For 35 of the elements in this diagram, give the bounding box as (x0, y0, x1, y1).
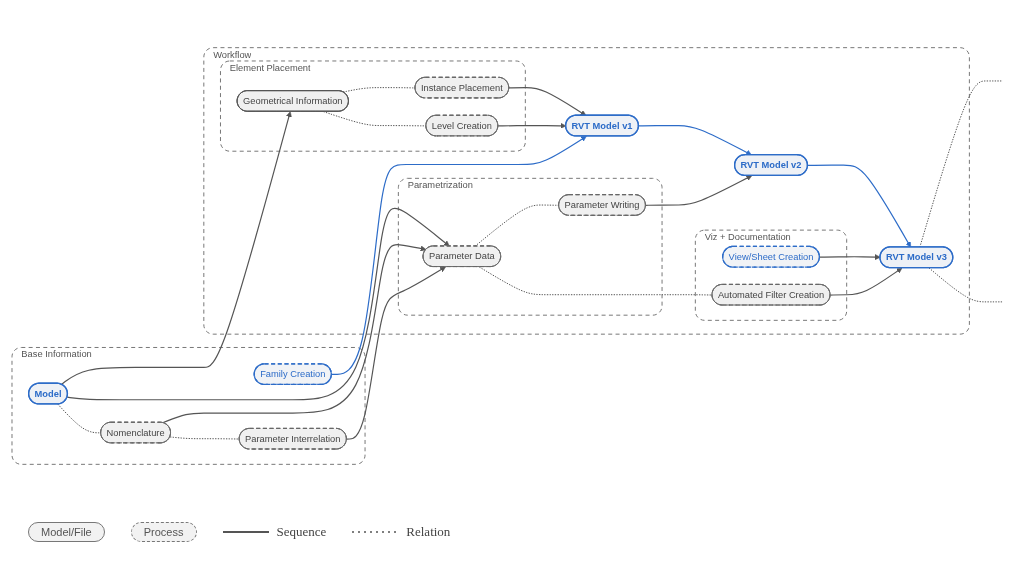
process-node: Parameter Writing (558, 194, 646, 216)
arrow (66, 207, 450, 401)
arrow (819, 254, 881, 260)
legend-key: Process (130, 522, 197, 542)
arrow (331, 135, 587, 376)
arrow (162, 243, 427, 424)
process-node: View/Sheet Creation (722, 245, 820, 268)
arrow (829, 267, 903, 296)
connector-line (928, 267, 1004, 303)
process-node: Instance Placement (414, 76, 510, 99)
process-node: Nomenclature (100, 421, 172, 444)
connector-line (169, 436, 240, 440)
arrow (638, 124, 752, 156)
process-node: Automated Filter Creation (711, 283, 831, 306)
process-node: Parameter Data (422, 245, 502, 268)
arrow (807, 164, 911, 248)
connector-line (342, 87, 416, 93)
process-node: Level Creation (425, 114, 499, 137)
arrow (645, 175, 753, 206)
model-node: Model (27, 382, 69, 405)
process-node: Family Creation (253, 363, 332, 386)
process-node: Parameter Interrelation (238, 427, 347, 450)
model-node: Geometrical Information (236, 90, 349, 112)
model-node: RVT Model v1 (564, 114, 640, 137)
model-node: RVT Model v2 (733, 154, 809, 176)
arrow (60, 111, 292, 386)
model-node: RVT Model v3 (879, 246, 954, 269)
connector-line (919, 80, 1004, 248)
connector-line (57, 403, 102, 434)
legend-label: Sequence (276, 524, 327, 540)
connector-line (478, 266, 713, 296)
legend-label: Relation (406, 524, 451, 540)
legend-key: Model/File (28, 522, 105, 542)
arrow (346, 266, 446, 440)
arrow (508, 87, 587, 116)
